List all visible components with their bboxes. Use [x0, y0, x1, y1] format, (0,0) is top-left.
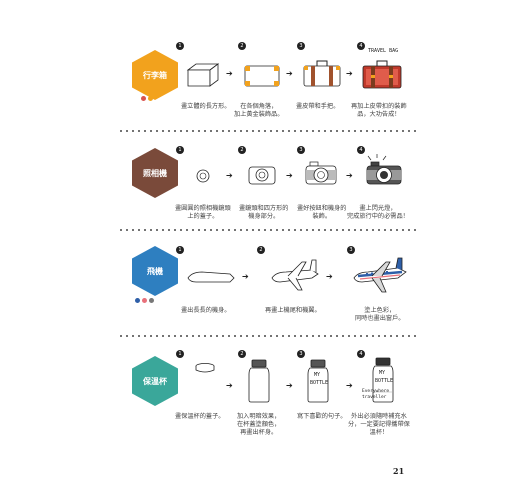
swatch-red	[141, 96, 146, 101]
dotted-divider	[118, 130, 420, 132]
caption-airplane-3: 塗上色彩， 同時也畫出窗戶。	[355, 307, 405, 322]
camera-step3-drawing	[305, 161, 337, 185]
arrow-icon: ➔	[346, 69, 353, 78]
section-hex-luggage: 行李箱	[132, 50, 178, 100]
luggage-step2-drawing	[244, 65, 280, 87]
bottle-text-my: MY	[314, 372, 321, 378]
airplane-step2-drawing	[271, 259, 319, 291]
caption-camera-4: 畫上閃光燈， 完成旅行中的必需品！	[347, 205, 409, 220]
camera-step2-drawing	[248, 166, 276, 185]
section-hex-bottle: 保溫杯	[132, 356, 178, 406]
bottle-step3-drawing	[307, 359, 329, 403]
swatch-pink	[142, 298, 147, 303]
caption-camera-1: 畫圓圓的照相機鏡頭 上的蓋子。	[175, 205, 231, 220]
bottle-step4-drawing	[372, 357, 394, 403]
arrow-icon: ➔	[326, 272, 333, 281]
step-1-badge: 1	[176, 42, 184, 50]
arrow-icon: ➔	[226, 171, 233, 180]
caption-bottle-4: 外出必須隨時補充水 分，一定要記得攜帶保 溫杯！	[348, 413, 410, 436]
caption-bottle-3: 寫下喜歡的句子。	[297, 413, 347, 420]
section-title-bottle: 保溫杯	[143, 376, 167, 386]
step-3-badge: 3	[297, 146, 305, 154]
caption-camera-3: 畫好按鈕和機身的 裝飾。	[297, 205, 347, 220]
page-number: 21	[393, 466, 405, 476]
section-title-camera: 照相機	[143, 168, 167, 178]
caption-bottle-1: 畫保溫杯的蓋子。	[175, 413, 225, 420]
arrow-icon: ➔	[286, 171, 293, 180]
caption-camera-2: 畫鏡頭和四方形的 機身部分。	[239, 205, 289, 220]
airplane-step1-drawing	[187, 271, 235, 283]
step-4-badge: 4	[357, 42, 365, 50]
caption-luggage-4: 再加上皮帶扣的裝飾 品，大功告成！	[351, 103, 407, 118]
step-4-badge: 4	[357, 146, 365, 154]
step-2-badge: 2	[238, 350, 246, 358]
section-title-airplane: 飛機	[147, 266, 163, 276]
arrow-icon: ➔	[286, 381, 293, 390]
luggage-step1-drawing	[186, 63, 220, 87]
arrow-icon: ➔	[286, 69, 293, 78]
step-2-badge: 2	[238, 42, 246, 50]
swatch-blue	[135, 298, 140, 303]
step-1-badge: 1	[176, 146, 184, 154]
bottle-step2-drawing	[248, 359, 270, 403]
arrow-icon: ➔	[242, 272, 249, 281]
arrow-icon: ➔	[226, 381, 233, 390]
bottle-step1-drawing	[195, 363, 215, 373]
step-2-badge: 2	[238, 146, 246, 154]
step-4-badge: 4	[357, 350, 365, 358]
section-hex-airplane: 飛機	[132, 246, 178, 296]
bottle-text-my: MY	[379, 370, 386, 376]
dotted-divider	[118, 335, 420, 337]
swatch-orange	[148, 96, 153, 101]
caption-luggage-1: 畫立體的長方形。	[181, 103, 231, 110]
bottle-text-bottle: BOTTLE	[310, 380, 329, 386]
step-3-badge: 3	[297, 350, 305, 358]
camera-step4-drawing	[366, 154, 402, 185]
swatch-gray	[149, 298, 154, 303]
arrow-icon: ➔	[346, 381, 353, 390]
step-3-badge: 3	[347, 246, 355, 254]
step-1-badge: 1	[176, 350, 184, 358]
caption-airplane-2: 再畫上機尾和機翼。	[265, 307, 321, 314]
step-1-badge: 1	[176, 246, 184, 254]
step-2-badge: 2	[257, 246, 265, 254]
airplane-step3-drawing	[353, 257, 407, 293]
bottle-text-bottle: BOTTLE	[375, 378, 394, 384]
caption-bottle-2: 加入明暗效果， 在杯蓋塗顏色， 再畫出杯身。	[237, 413, 281, 436]
caption-airplane-1: 畫出長長的機身。	[181, 307, 231, 314]
caption-luggage-2: 在各個角落， 加上黃金裝飾品。	[234, 103, 284, 118]
step-3-badge: 3	[297, 42, 305, 50]
caption-luggage-3: 畫皮帶和手把。	[296, 103, 340, 110]
handwriting-travel-bag: TRAVEL BAG	[368, 48, 399, 54]
camera-step1-drawing	[196, 169, 210, 183]
arrow-icon: ➔	[346, 171, 353, 180]
handwriting-everywhere: Everywhere traveller	[362, 389, 390, 400]
dotted-divider	[118, 229, 420, 231]
arrow-icon: ➔	[226, 69, 233, 78]
luggage-step4-drawing	[362, 60, 402, 89]
section-title-luggage: 行李箱	[143, 70, 167, 80]
luggage-step3-drawing	[303, 60, 341, 87]
section-hex-camera: 照相機	[132, 148, 178, 198]
